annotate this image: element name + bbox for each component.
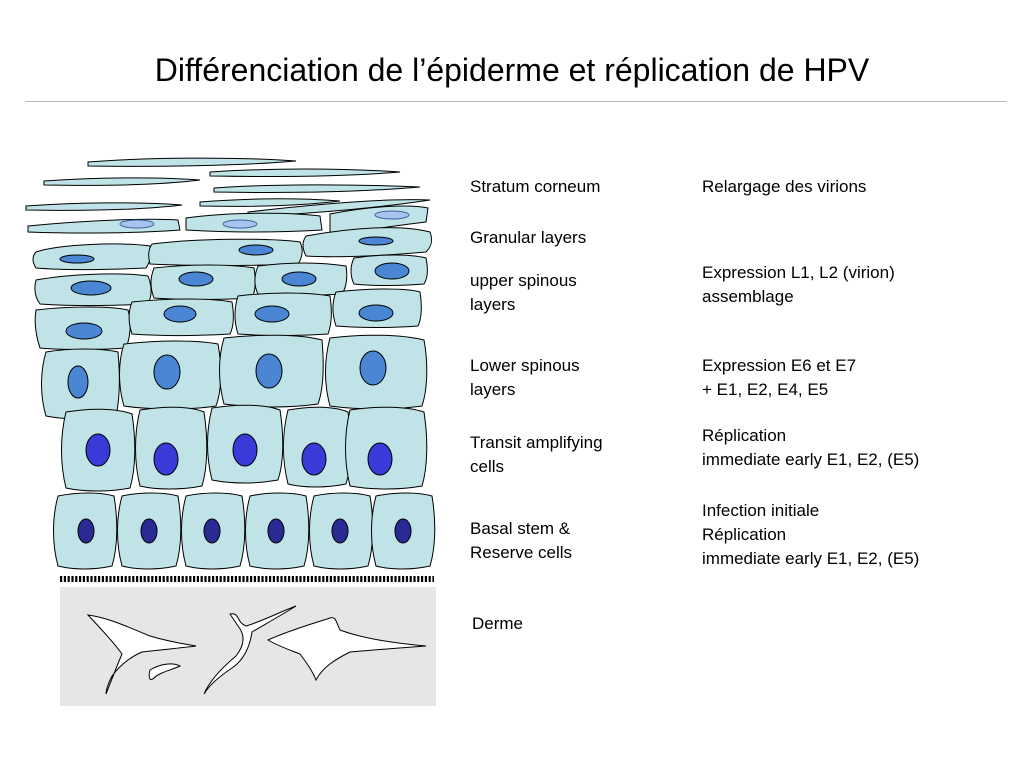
nucleus [65,322,103,340]
nucleus [67,365,89,399]
layer-label-lower-spinous: Lower spinous layers [470,356,580,399]
virion-cluster [119,219,155,229]
nucleus [77,518,95,544]
virion-cluster [374,210,410,220]
nucleus [358,236,394,246]
nucleus [232,433,258,467]
nucleus [254,305,290,323]
nucleus [281,271,317,287]
event-label-release: Relargage des virions [702,177,867,196]
nuclei-transit [85,433,393,476]
nucleus [267,518,285,544]
virion-cluster [222,219,258,229]
nuclei-basal [77,518,412,544]
corneum-flake [87,157,297,167]
nucleus [367,442,393,476]
corneum-flake [199,198,341,207]
nucleus [238,244,274,256]
nucleus [374,262,410,280]
nucleus [153,442,179,476]
fibroblast [203,605,297,695]
event-label-early-expression: Expression E6 et E7 + E1, E2, E4, E5 [702,356,857,399]
slide-title: Différenciation de l’épiderme et réplica… [154,52,870,88]
corneum-flake [25,202,183,211]
nucleus [85,433,111,467]
event-label-replication: Réplication immediate early E1, E2, (E5) [702,426,920,469]
fibroblast [86,614,197,695]
fibroblasts [86,605,427,695]
layer-label-stratum-corneum: Stratum corneum [470,177,601,196]
corneum-flake [43,177,201,186]
corneum-flake [209,168,401,178]
nucleus [301,442,327,476]
nucleus [255,353,283,389]
nucleus [203,518,221,544]
nucleus [163,305,197,323]
layer-label-derme: Derme [472,614,524,633]
basal-cells [53,492,436,570]
nucleus [59,254,95,264]
layer-label-basal: Basal stem & Reserve cells [470,519,573,562]
fibroblast [148,663,182,681]
layer-label-transit-amplifying: Transit amplifying cells [470,433,603,476]
layer-label-upper-spinous: upper spinous layers [470,271,577,314]
fibroblast [266,617,427,682]
title-divider [25,101,1007,102]
nucleus [140,518,158,544]
corneum-flake [27,218,181,234]
nucleus [178,271,214,287]
event-label-late-expression: Expression L1, L2 (virion) assemblage [702,263,895,306]
nucleus [359,350,387,386]
granular-cell [148,238,303,266]
nucleus [70,280,112,296]
nucleus [153,354,181,390]
corneum-flake [213,184,421,193]
event-label-initial-infection: Infection initiale Réplication immediate… [702,501,920,568]
nuclei-upper [59,236,410,399]
layer-label-granular: Granular layers [470,228,587,247]
corneum-flake [247,199,431,217]
nucleus [358,304,394,322]
nucleus [394,518,412,544]
nucleus [331,518,349,544]
